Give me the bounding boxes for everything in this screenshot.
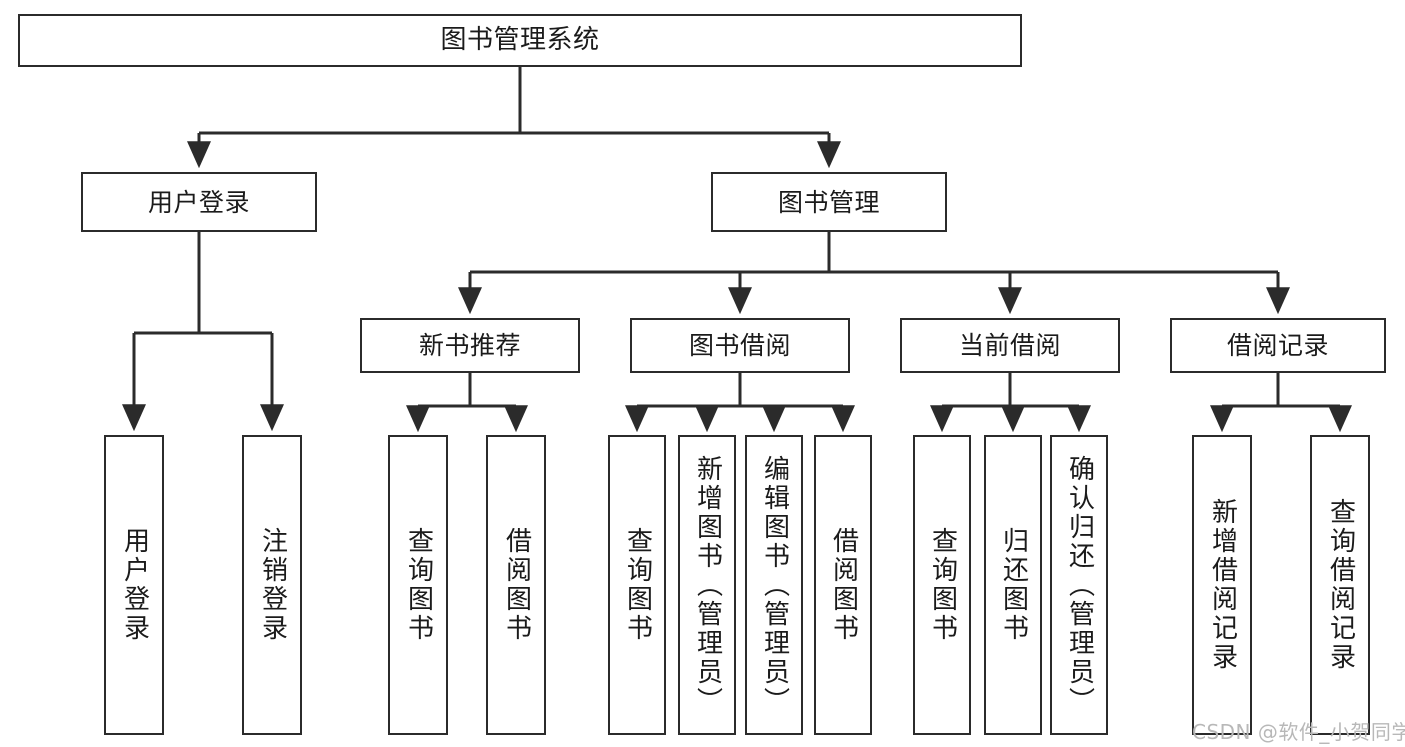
leaf-label: 新增图书（管理员） — [692, 454, 723, 716]
leaf-label: 借阅图书 — [828, 527, 859, 643]
leaf-label: 确认归还（管理员） — [1064, 454, 1095, 716]
node-label: 当前借阅 — [958, 331, 1061, 360]
node-label: 图书借阅 — [688, 331, 791, 360]
node-label: 新书推荐 — [418, 331, 521, 360]
edges-current-borrow-to-leaves — [930, 373, 1091, 433]
leaf-label: 借阅图书 — [501, 527, 532, 643]
leaf-node-query-books-borrowing[interactable]: 查询图书 — [608, 435, 666, 735]
leaf-label: 用户登录 — [119, 527, 150, 643]
leaf-node-confirm-return-admin[interactable]: 确认归还（管理员） — [1050, 435, 1108, 735]
leaf-label: 注销登录 — [257, 527, 288, 643]
leaf-node-return-books[interactable]: 归还图书 — [984, 435, 1042, 735]
node-user-login[interactable]: 用户登录 — [81, 172, 317, 232]
node-book-management[interactable]: 图书管理 — [711, 172, 947, 232]
leaf-node-add-borrow-record[interactable]: 新增借阅记录 — [1192, 435, 1252, 735]
edges-user-login-to-leaves — [122, 232, 284, 432]
node-label: 图书管理 — [777, 187, 880, 217]
node-root-book-management-system[interactable]: 图书管理系统 — [18, 14, 1022, 67]
watermark: CSDN @软件_小贺同学 — [1192, 720, 1405, 744]
leaf-label: 编辑图书（管理员） — [759, 454, 790, 716]
node-new-book-recommendation[interactable]: 新书推荐 — [360, 318, 580, 373]
leaf-label: 查询借阅记录 — [1325, 498, 1356, 672]
node-book-borrowing[interactable]: 图书借阅 — [630, 318, 850, 373]
node-label: 借阅记录 — [1226, 331, 1329, 360]
leaf-node-user-login[interactable]: 用户登录 — [104, 435, 164, 735]
leaf-node-edit-book-admin[interactable]: 编辑图书（管理员） — [745, 435, 803, 735]
leaf-node-add-book-admin[interactable]: 新增图书（管理员） — [678, 435, 736, 735]
node-current-borrowing[interactable]: 当前借阅 — [900, 318, 1120, 373]
edges-book-borrow-to-leaves — [625, 373, 855, 433]
node-borrowing-record[interactable]: 借阅记录 — [1170, 318, 1386, 373]
leaf-label: 查询图书 — [403, 527, 434, 643]
edges-book-mgmt-to-level2 — [458, 232, 1290, 315]
leaf-node-query-books-recommend[interactable]: 查询图书 — [388, 435, 448, 735]
leaf-label: 归还图书 — [998, 527, 1029, 643]
leaf-node-query-books-current[interactable]: 查询图书 — [913, 435, 971, 735]
edges-new-book-to-leaves — [406, 373, 528, 433]
edges-borrow-record-to-leaves — [1210, 373, 1352, 433]
leaf-label: 新增借阅记录 — [1207, 498, 1238, 672]
edges-root-to-level1 — [187, 67, 841, 169]
leaf-node-borrow-books-recommend[interactable]: 借阅图书 — [486, 435, 546, 735]
leaf-node-borrow-books[interactable]: 借阅图书 — [814, 435, 872, 735]
leaf-label: 查询图书 — [927, 527, 958, 643]
node-label: 图书管理系统 — [440, 25, 600, 56]
leaf-label: 查询图书 — [622, 527, 653, 643]
leaf-node-logout[interactable]: 注销登录 — [242, 435, 302, 735]
leaf-node-query-borrow-record[interactable]: 查询借阅记录 — [1310, 435, 1370, 735]
node-label: 用户登录 — [147, 187, 250, 217]
